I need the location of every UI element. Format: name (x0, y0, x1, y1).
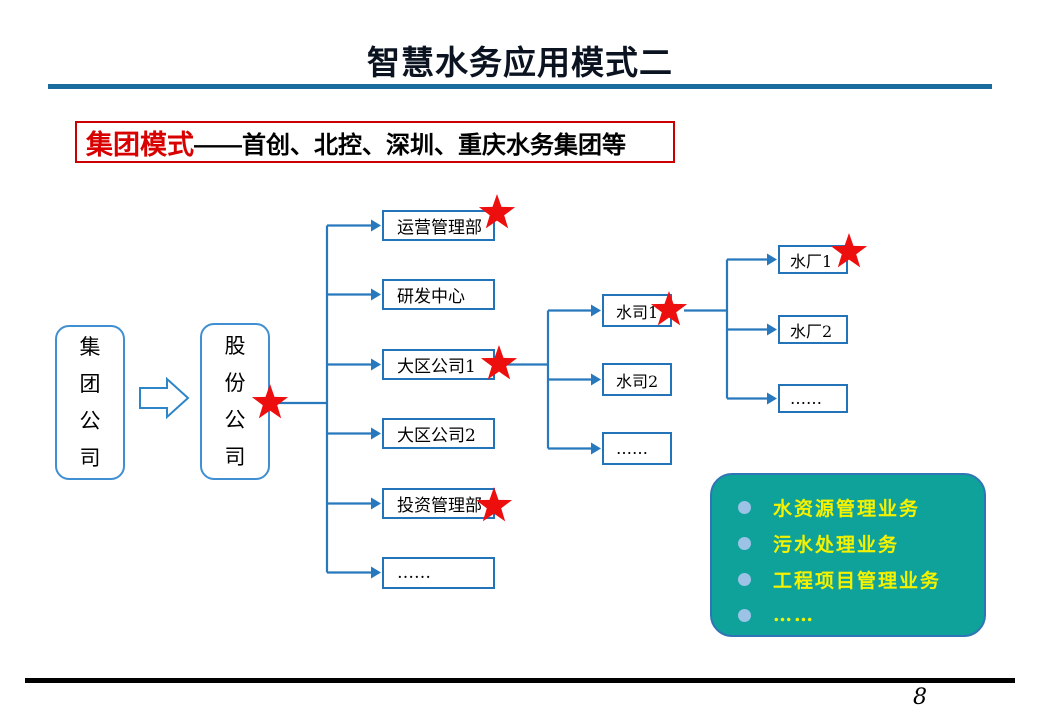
business-item-label: 水资源管理业务 (773, 497, 921, 520)
org-box-label: 大区公司1 (397, 357, 476, 377)
list-item: 污水处理业务 (738, 525, 984, 561)
org-box-label: 水厂1 (790, 251, 833, 271)
org-box-region-company-1: 大区公司1 (382, 349, 495, 380)
page-title: 智慧水务应用模式二 (367, 44, 673, 81)
bullet-icon (738, 536, 751, 550)
org-box-label: …… (397, 563, 431, 583)
banner-highlight-text: 集团模式 (86, 129, 194, 160)
bullet-icon (738, 500, 751, 514)
group-company-label: 集 团 公 司 (79, 334, 101, 470)
org-box-water-plant-ellipsis: …… (778, 384, 848, 413)
org-box-operations-dept: 运营管理部 (382, 210, 495, 241)
list-item: 水资源管理业务 (738, 489, 984, 525)
org-box-water-company-ellipsis: …… (602, 432, 672, 465)
footer-divider (25, 678, 1015, 683)
business-item-label: …… (773, 604, 815, 626)
org-box-label: 水厂2 (790, 321, 833, 341)
bullet-icon (738, 608, 751, 622)
banner-suffix-text: ——首创、北控、深圳、重庆水务集团等 (194, 131, 626, 159)
org-box-rnd-center: 研发中心 (382, 279, 495, 310)
org-box-group-company: 集 团 公 司 (55, 325, 125, 480)
org-box-water-plant-2: 水厂2 (778, 315, 848, 344)
org-box-holding-company: 股 份 公 司 (200, 323, 270, 480)
title-divider (48, 84, 992, 89)
business-item-label: 工程项目管理业务 (773, 569, 942, 592)
org-box-label: 水司1 (616, 302, 659, 322)
business-scope-panel: 水资源管理业务 污水处理业务 工程项目管理业务 …… (710, 473, 986, 637)
org-box-region-company-2: 大区公司2 (382, 418, 495, 449)
list-item: …… (738, 597, 984, 633)
org-box-label: 水司2 (616, 371, 659, 391)
org-box-label: …… (790, 389, 822, 408)
business-item-label: 污水处理业务 (773, 533, 900, 556)
org-box-water-plant-1: 水厂1 (778, 245, 848, 274)
page-number: 8 (913, 685, 927, 710)
org-box-investment-dept: 投资管理部 (382, 488, 495, 519)
mode-banner: 集团模式——首创、北控、深圳、重庆水务集团等 (75, 121, 675, 163)
org-box-water-company-2: 水司2 (602, 363, 672, 396)
org-box-label: 研发中心 (397, 287, 465, 307)
block-arrow-icon (139, 376, 190, 420)
org-box-label: 运营管理部 (397, 218, 482, 238)
list-item: 工程项目管理业务 (738, 561, 984, 597)
org-box-label: 投资管理部 (397, 496, 482, 516)
org-box-label: 大区公司2 (397, 426, 476, 446)
org-box-dept-ellipsis: …… (382, 557, 495, 589)
bullet-icon (738, 572, 751, 586)
org-box-water-company-1: 水司1 (602, 294, 672, 327)
org-box-label: …… (616, 439, 648, 458)
holding-company-label: 股 份 公 司 (224, 333, 246, 469)
